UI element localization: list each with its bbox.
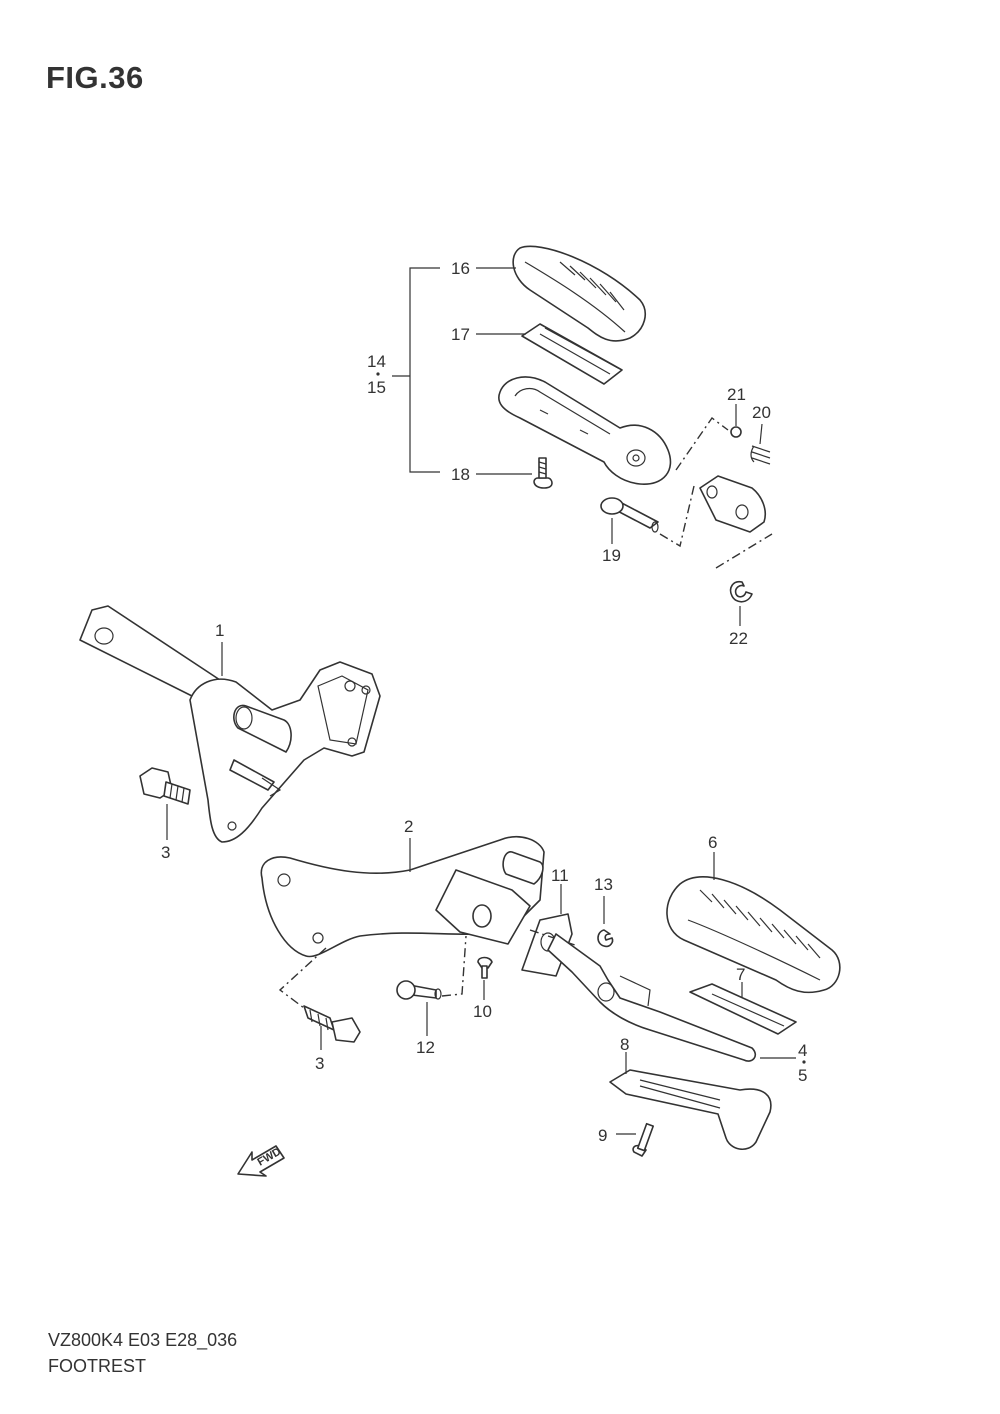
callout-18: 18 [451,465,470,484]
part-22-e-ring [729,580,753,603]
part-9-screw [632,1122,655,1157]
guide-line-21 [675,417,729,471]
callout-3-upper: 3 [161,843,170,862]
callout-13: 13 [594,875,613,894]
callout-14-15-dot [376,372,380,376]
model-code: VZ800K4 E03 E28_036 [48,1330,238,1350]
callout-1: 1 [215,621,224,640]
callout-8: 8 [620,1035,629,1054]
part-19-pin [600,497,659,533]
callout-7: 7 [736,965,745,984]
part-3-bolt-lower [303,1005,361,1043]
guide-line-22 [715,533,773,569]
part-8-footrest-cover [609,1069,772,1150]
part-4-5-footrest-arm [547,933,757,1062]
part-3-bolt-upper [139,767,191,805]
part-12-pin [396,980,442,1000]
part-20-spring [750,445,771,465]
leader-20 [759,423,763,445]
part-10-bolt [477,956,493,979]
callout-15: 15 [367,378,386,397]
callout-19: 19 [602,546,621,565]
callout-20: 20 [752,403,771,422]
callout-12: 12 [416,1038,435,1057]
callout-4-5-dot [802,1060,806,1064]
guide-line-19 [659,485,695,548]
part-16-footrest-rubber [512,245,646,342]
part-14-15-footrest [498,376,672,485]
bracket-14-15 [409,267,440,473]
callout-14: 14 [367,352,386,371]
callout-16: 16 [451,259,470,278]
callout-4: 4 [798,1041,807,1060]
callout-21: 21 [727,385,746,404]
callout-11: 11 [551,866,569,885]
part-21-ball [730,426,742,438]
part-7-rubber-plate [689,983,797,1035]
callout-2: 2 [404,817,413,836]
guide-line-12 [441,935,467,997]
guide-line-3 [278,947,327,1009]
part-6-footrest-rubber [666,876,841,994]
callout-3-lower: 3 [315,1054,324,1073]
callout-6: 6 [708,833,717,852]
callout-5: 5 [798,1066,807,1085]
footrest-holder-bracket [699,475,767,533]
callout-10: 10 [473,1002,492,1021]
callout-17: 17 [451,325,470,344]
part-17-rubber-plate [521,323,623,385]
section-name: FOOTREST [48,1356,146,1376]
part-2-footrest-bracket [260,836,545,958]
callout-9: 9 [598,1126,607,1145]
part-13-clip [597,929,614,948]
part-1-footrest-bracket [79,605,381,843]
callout-22: 22 [729,629,748,648]
fwd-arrow-icon: FWD [237,1145,285,1177]
figure-title: FIG.36 [46,60,144,95]
part-18-screw [533,457,553,489]
